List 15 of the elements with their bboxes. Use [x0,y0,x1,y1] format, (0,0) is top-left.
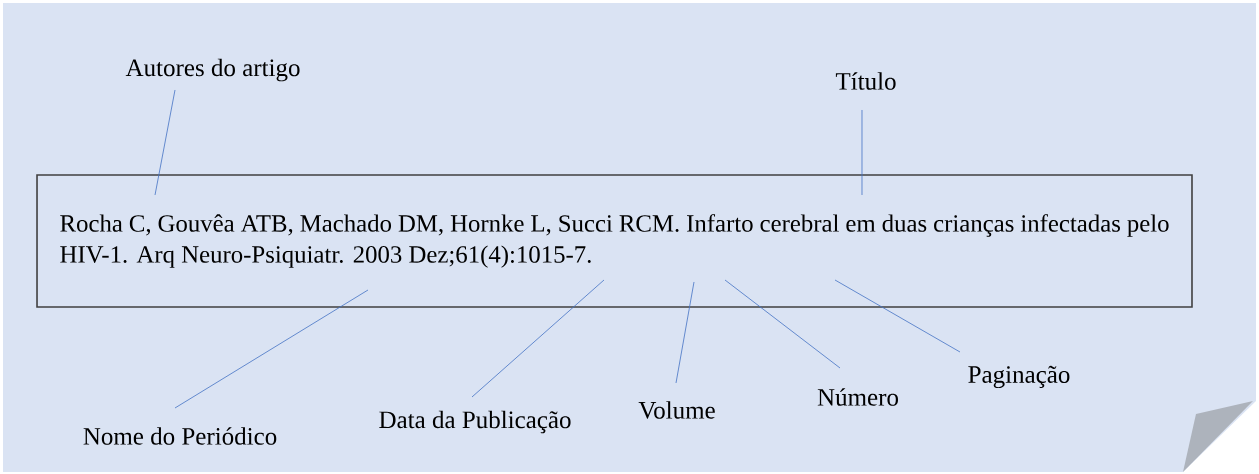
callout-label: Título [835,72,896,90]
leader-line [834,279,961,353]
leader-line [675,281,695,384]
callout-label: Volume [638,401,715,419]
citation-box: Rocha C, Gouvêa ATB, Machado DM, Hornke L, Succi RCM. Infarto cerebral em duas crianças infectadas pelo HIV-1. Arq Neuro-Psiquiatr. 2003 Dez;61(4):1015-7. [36,174,1193,308]
leader-line [861,109,863,196]
leader-line [174,289,369,409]
callout-label: Data da Publicação [379,410,571,434]
callout-label: Nome do Periódico [83,427,277,445]
leader-line [471,279,605,398]
callout-label: Paginação [968,365,1070,389]
leader-line [724,279,841,369]
leader-line [154,89,176,196]
callout-label: Autores do artigo [125,58,300,82]
callout-label: Número [817,388,898,406]
